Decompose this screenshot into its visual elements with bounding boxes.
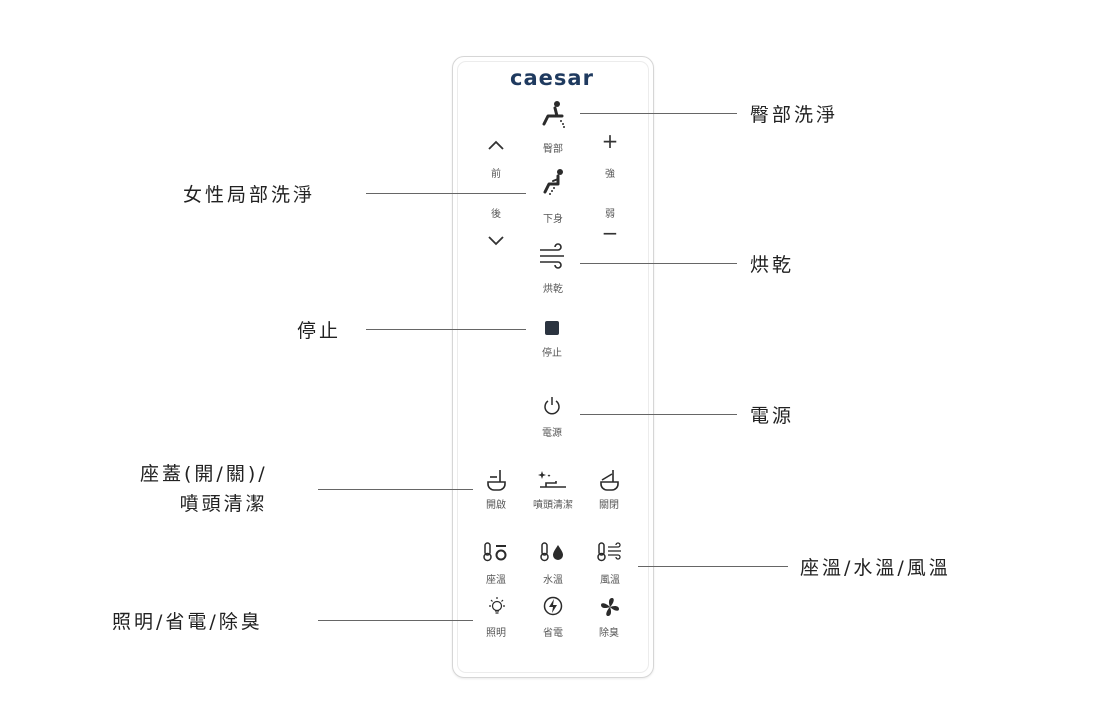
front-wash-label: 下身 (543, 214, 563, 225)
callout-dry: 烘乾 (750, 254, 795, 276)
callout-front-wash: 女性局部洗淨 (183, 184, 316, 206)
callout-lid-line1: 座蓋(開/關)/ (140, 463, 268, 485)
remote-inner-border (457, 61, 649, 673)
pressure-plus-button[interactable]: + (601, 129, 619, 153)
seat-temp-label: 座溫 (486, 575, 506, 586)
callout-line-temps (638, 566, 788, 567)
callout-stop: 停止 (297, 320, 342, 342)
power-icon[interactable] (543, 396, 561, 416)
callout-line-dry (580, 263, 737, 264)
callout-line-rear-wash (580, 113, 737, 114)
lid-open-icon[interactable] (485, 468, 507, 492)
seat-temp-icon[interactable] (483, 542, 509, 562)
callout-misc: 照明/省電/除臭 (112, 611, 263, 633)
callout-line-misc (318, 620, 473, 621)
position-up-button[interactable] (488, 136, 504, 154)
nozzle-clean-icon[interactable] (538, 469, 568, 491)
deodor-label: 除臭 (599, 628, 619, 639)
rear-wash-icon[interactable] (540, 100, 568, 130)
light-bulb-icon[interactable] (487, 596, 507, 618)
lid-close-icon[interactable] (598, 468, 620, 492)
stop-icon[interactable] (545, 321, 559, 335)
light-label: 照明 (486, 628, 506, 639)
callout-power: 電源 (750, 405, 795, 427)
remote-control-body (452, 56, 654, 678)
front-wash-icon[interactable] (540, 168, 568, 198)
eco-bolt-icon[interactable] (543, 596, 563, 616)
water-temp-icon[interactable] (540, 542, 566, 562)
pressure-strong-label: 強 (605, 169, 615, 180)
callout-line-power (580, 414, 737, 415)
position-back-label: 後 (491, 209, 501, 220)
position-down-button[interactable] (488, 232, 504, 250)
callout-line-front-wash (366, 193, 526, 194)
deodor-fan-icon[interactable] (599, 596, 621, 618)
air-temp-icon[interactable] (597, 542, 623, 562)
lid-open-label: 開啟 (486, 500, 506, 511)
pressure-weak-label: 弱 (605, 209, 615, 220)
callout-line-stop (366, 329, 526, 330)
dry-label: 烘乾 (543, 284, 563, 295)
air-temp-label: 風溫 (600, 575, 620, 586)
eco-label: 省電 (543, 628, 563, 639)
lid-close-label: 關閉 (599, 500, 619, 511)
callout-temps: 座溫/水溫/風溫 (800, 557, 951, 579)
water-temp-label: 水溫 (543, 575, 563, 586)
callout-lid-line2: 噴頭清潔 (179, 493, 268, 515)
power-label: 電源 (542, 428, 562, 439)
callout-lid: 座蓋(開/關)/ 噴頭清潔 (140, 459, 268, 519)
brand-logo: caesar (510, 66, 594, 90)
dry-icon[interactable] (538, 243, 568, 269)
rear-wash-label: 臀部 (543, 144, 563, 155)
nozzle-clean-label: 噴頭清潔 (533, 500, 573, 511)
callout-rear-wash: 臀部洗淨 (750, 104, 839, 126)
position-front-label: 前 (491, 169, 501, 180)
pressure-minus-button[interactable]: − (601, 221, 619, 245)
callout-line-lid (318, 489, 473, 490)
stop-label: 停止 (542, 348, 562, 359)
